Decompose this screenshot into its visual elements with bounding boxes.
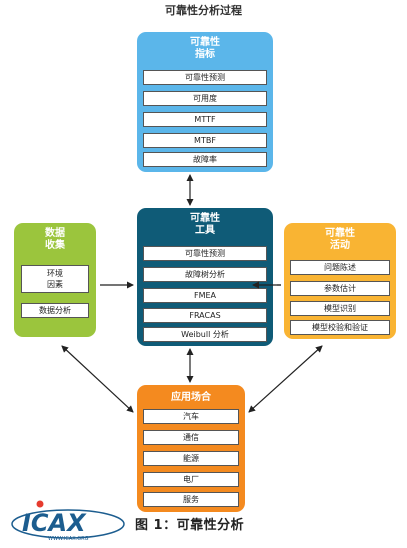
- application-item: 电厂: [143, 472, 239, 487]
- metric-item: 可用度: [143, 91, 267, 106]
- tool-item: 可靠性预测: [143, 246, 267, 261]
- activity-item: 模型识别: [290, 301, 390, 316]
- tool-item: 故障树分析: [143, 267, 267, 282]
- panel-title-line: 可靠性: [190, 37, 220, 48]
- application-item: 能源: [143, 451, 239, 466]
- metric-item: 可靠性预测: [143, 70, 267, 85]
- logo-icon: ICAX WWW.ICAX.ORG: [11, 500, 125, 542]
- data-item: 环境 因素: [21, 265, 89, 293]
- metric-item: MTTF: [143, 112, 267, 127]
- panel-title-line: 数据: [45, 228, 65, 239]
- activity-item: 模型校验和验证: [290, 320, 390, 335]
- panel-reliability-activities: 可靠性 活动 问题陈述 参数估计 模型识别 模型校验和验证: [284, 223, 396, 339]
- diagram-title: 可靠性分析过程: [165, 4, 242, 17]
- application-item: 服务: [143, 492, 239, 507]
- panel-reliability-tools: 可靠性 工具 可靠性预测 故障树分析 FMEA FRACAS Weibull 分…: [137, 208, 273, 346]
- tool-item: Weibull 分析: [143, 327, 267, 342]
- panel-applications: 应用场合 汽车 通信 能源 电厂 服务: [137, 385, 245, 512]
- arrow-data-applications: [61, 345, 134, 413]
- panel-reliability-metrics: 可靠性 指标 可靠性预测 可用度 MTTF MTBF 故障率: [137, 32, 273, 172]
- panel-title-line: 指标: [195, 49, 215, 60]
- panel-title-line: 活动: [330, 240, 350, 251]
- arrow-activities-applications: [248, 345, 323, 413]
- panel-title-line: 工具: [195, 225, 215, 236]
- logo-text: ICAX: [22, 509, 87, 537]
- icax-logo: ICAX WWW.ICAX.ORG: [8, 498, 128, 544]
- logo-subtext: WWW.ICAX.ORG: [48, 536, 89, 542]
- panel-data-collection: 数据 收集 环境 因素 数据分析: [14, 223, 96, 337]
- metric-item: 故障率: [143, 152, 267, 167]
- metric-item: MTBF: [143, 133, 267, 148]
- activity-item: 问题陈述: [290, 260, 390, 275]
- application-item: 汽车: [143, 409, 239, 424]
- application-item: 通信: [143, 430, 239, 445]
- activity-item: 参数估计: [290, 281, 390, 296]
- data-item: 数据分析: [21, 303, 89, 318]
- panel-title-line: 应用场合: [171, 392, 211, 403]
- tool-item: FRACAS: [143, 308, 267, 323]
- panel-title-line: 收集: [45, 240, 65, 251]
- panel-title-line: 可靠性: [325, 228, 355, 239]
- figure-caption: 图 1：可靠性分析: [135, 518, 245, 533]
- tool-item: FMEA: [143, 288, 267, 303]
- panel-title-line: 可靠性: [190, 213, 220, 224]
